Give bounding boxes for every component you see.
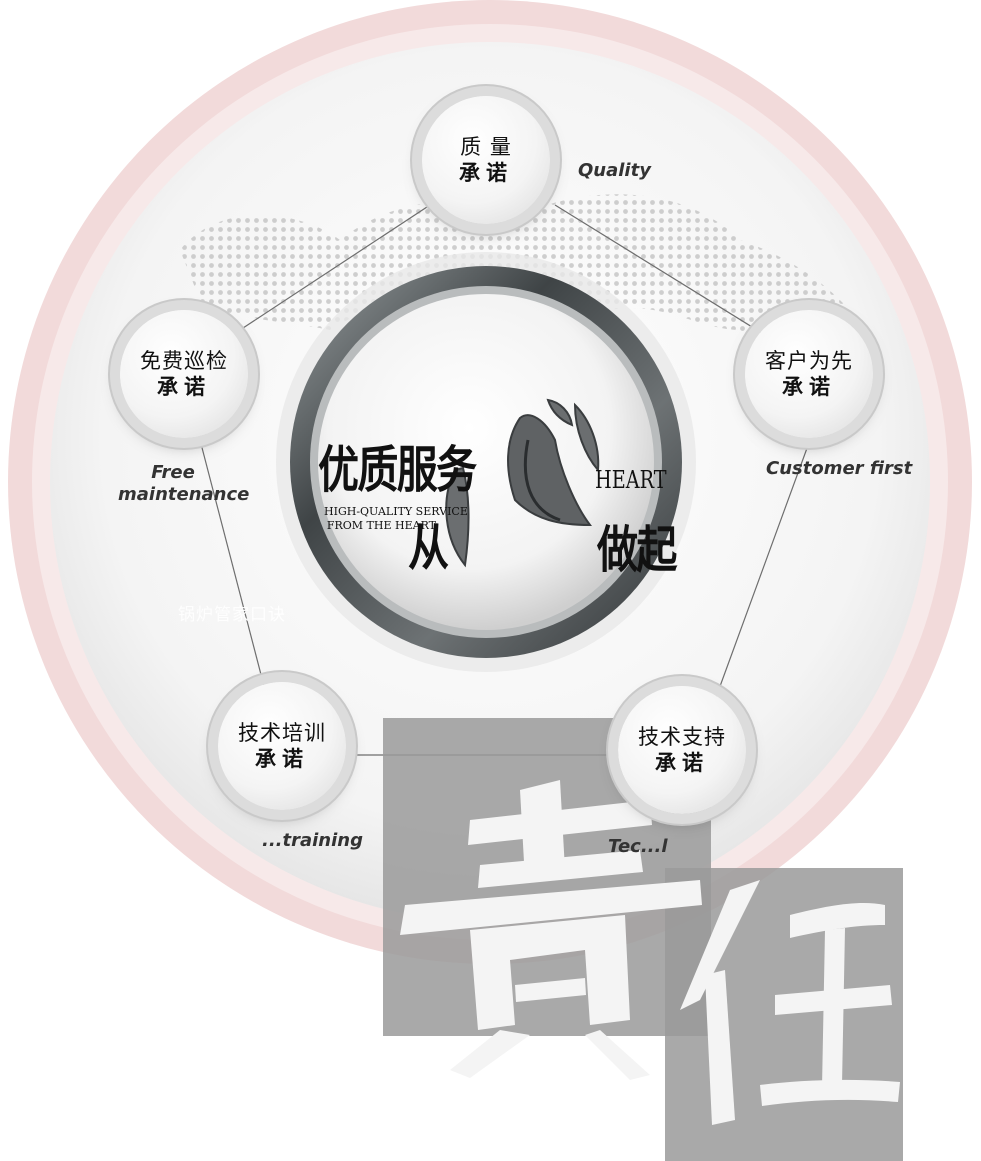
node-customer-en: Customer first — [766, 458, 913, 479]
node-maintenance-cn2: 承诺 — [157, 375, 211, 399]
node-support-cn2: 承诺 — [655, 751, 709, 775]
node-maintenance-cn: 免费巡检 — [140, 349, 228, 373]
center-heart-en: HEART — [595, 466, 667, 494]
center-subtitle-en-line1: HIGH-QUALITY SERVICE — [324, 505, 468, 518]
center-title-line1: 优质服务 — [318, 440, 477, 499]
center-disc — [318, 294, 654, 630]
center-subtitle-en-line2: FROM THE HEART — [326, 519, 436, 532]
node-maintenance: 免费巡检 承诺 — [120, 310, 248, 438]
node-customer-cn2: 承诺 — [782, 375, 836, 399]
node-maintenance-en-line2: maintenance — [118, 484, 250, 505]
watermark-text: 锅炉管家口诀 — [178, 605, 286, 625]
center-subtitle-en: HIGH-QUALITY SERVICE FROM THE HEART — [324, 505, 468, 533]
node-training-cn: 技术培训 — [238, 721, 326, 745]
node-training-en: ...training — [262, 830, 363, 851]
node-training: 技术培训 承诺 — [218, 682, 346, 810]
node-maintenance-en: Free maintenance — [118, 462, 250, 506]
node-support: 技术支持 承诺 — [618, 686, 746, 814]
node-support-en: Tec...l — [608, 836, 668, 857]
calligraphy-ren-icon — [680, 880, 900, 1125]
center-title-line3: 做起 — [597, 520, 677, 579]
node-support-cn: 技术支持 — [638, 725, 726, 749]
node-maintenance-en-line1: Free — [151, 462, 195, 483]
node-customer-cn: 客户为先 — [765, 349, 853, 373]
node-quality-en: Quality — [578, 160, 651, 181]
node-quality: 质 量 承诺 — [422, 96, 550, 224]
node-training-cn2: 承诺 — [255, 747, 309, 771]
node-quality-cn: 质 量 — [460, 135, 512, 159]
node-quality-cn2: 承诺 — [459, 161, 513, 185]
node-customer: 客户为先 承诺 — [745, 310, 873, 438]
heart-calligraphy-icon — [445, 398, 600, 568]
center-title-line2: 从 — [408, 518, 449, 577]
calligraphy-ze-icon — [400, 780, 702, 1080]
